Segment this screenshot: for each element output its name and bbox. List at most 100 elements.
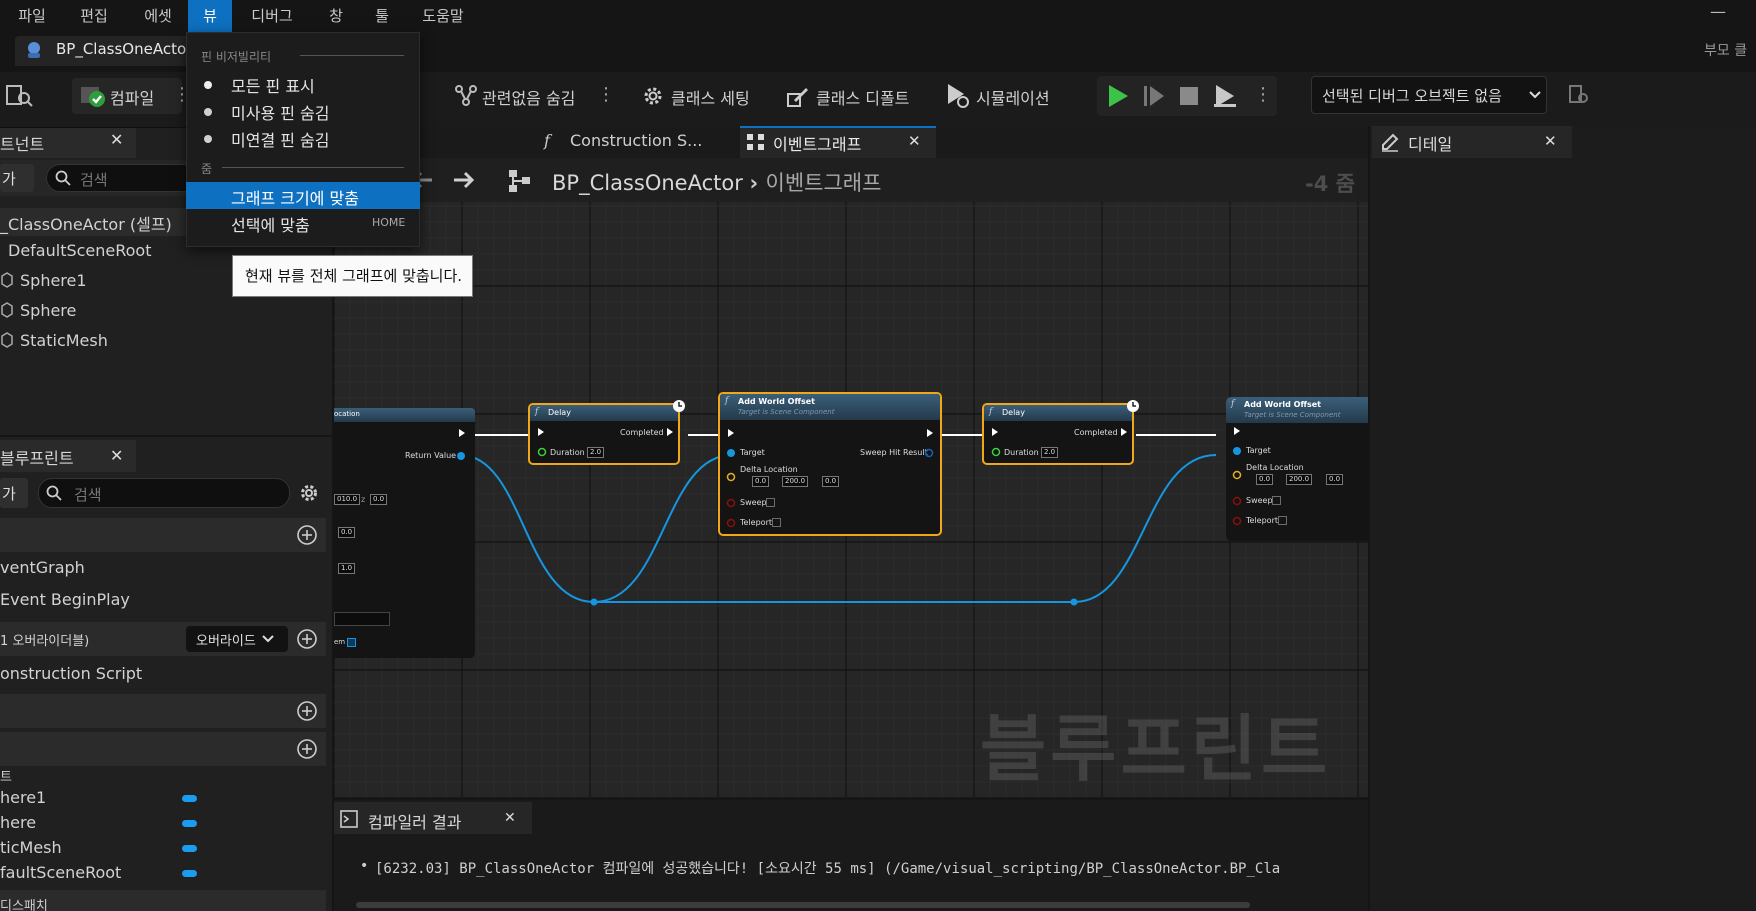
minimize-button[interactable]: — [1710,2,1726,21]
sweep-checkbox[interactable] [1272,496,1281,505]
asset-tab[interactable] [15,36,191,66]
vector-out-pin-icon[interactable] [456,451,466,461]
teleport-checkbox[interactable] [1278,516,1287,525]
struct-pin-icon[interactable] [924,448,934,458]
horizontal-scrollbar[interactable] [356,902,1250,908]
tab-details[interactable] [1372,126,1572,158]
variable-staticmesh[interactable]: ticMesh [0,838,62,857]
variable-defaultsceneroot[interactable]: faultSceneRoot [0,863,122,882]
delta-z-field[interactable]: 0.0 [822,476,840,487]
menu-help[interactable]: 도움말 [422,7,464,25]
step-icon[interactable] [1143,84,1165,108]
delta-y-field[interactable]: 200.0 [782,476,809,487]
exec-out-pin-icon[interactable] [666,427,674,437]
exec-out-pin-icon[interactable] [1120,427,1128,437]
node-delay-1[interactable]: Delay f Completed Duration 2.0 [528,400,685,465]
macros-section-header[interactable] [0,694,326,728]
wire-reroute-knot[interactable] [1070,598,1078,606]
menu-view[interactable]: 뷰 [188,0,232,32]
menu-window[interactable]: 창 [329,7,343,25]
function-construction-script[interactable]: onstruction Script [0,664,143,683]
forward-arrow-icon[interactable] [452,170,476,190]
exec-in-pin-icon[interactable] [537,427,545,437]
simulation-button[interactable]: 시뮬레이션 [976,89,1050,108]
node-delay-2[interactable]: f Delay Completed Duration 2.0 [982,400,1139,465]
menu-tools[interactable]: 툴 [375,7,389,25]
play-options-icon[interactable]: ⋮ [1254,84,1272,105]
add-graph-icon[interactable] [296,524,318,546]
exec-in-pin-icon[interactable] [727,428,735,438]
scale-value-field[interactable]: 1.0 [338,563,356,574]
add-variable-icon[interactable] [296,738,318,760]
gear-icon[interactable] [298,482,320,504]
node-add-world-offset-2[interactable]: f Add World Offset Target is Scene Compo… [1226,397,1368,541]
add-function-icon[interactable] [296,628,318,650]
graph-eventgraph[interactable]: ventGraph [0,558,85,577]
tab-compiler-results[interactable] [334,802,532,834]
add-component-button[interactable] [0,164,34,192]
component-defaultsceneroot[interactable]: DefaultSceneRoot [8,241,152,260]
exec-in-pin-icon[interactable] [991,427,999,437]
duration-field[interactable]: 2.0 [587,447,605,458]
sweep-checkbox[interactable] [766,498,775,507]
bool-pin-icon[interactable] [726,518,736,528]
variable-sphere1[interactable]: here1 [0,788,47,807]
blueprint-search-input[interactable] [38,478,290,508]
location-z-field[interactable]: 0.0 [370,494,388,505]
vector-pin-icon[interactable] [726,472,736,482]
debug-object-select[interactable] [1311,76,1547,114]
sweep-checkbox[interactable] [347,638,356,647]
graph-event-beginplay[interactable]: Event BeginPlay [0,590,130,609]
browse-icon[interactable] [6,84,34,108]
close-icon[interactable]: ✕ [504,810,516,826]
close-icon[interactable]: ✕ [1544,132,1557,150]
components-search-input[interactable] [46,164,196,192]
tab-eventgraph[interactable] [740,126,936,158]
graphs-section-header[interactable] [0,518,326,552]
menu-file[interactable]: 파일 [18,7,46,25]
float-pin-icon[interactable] [537,447,547,457]
menu-edit[interactable]: 편집 [80,7,108,25]
hide-unrelated-options-icon[interactable]: ⋮ [597,84,615,105]
component-sphere[interactable]: Sphere [20,301,77,320]
add-macro-icon[interactable] [296,700,318,722]
menu-asset[interactable]: 에셋 [144,7,172,25]
teleport-checkbox[interactable] [772,518,781,527]
add-blueprint-item-button[interactable] [0,478,28,508]
close-icon[interactable]: ✕ [110,130,124,149]
play-icon[interactable] [1107,84,1129,108]
hide-unrelated-button[interactable]: 관련없음 숨김 [482,89,576,108]
debug-filter-icon[interactable] [1568,84,1590,106]
float-pin-icon[interactable] [991,447,1001,457]
variables-section-header[interactable] [0,732,326,766]
component-sphere1[interactable]: Sphere1 [20,271,87,290]
class-defaults-button[interactable]: 클래스 디폴트 [816,89,910,108]
stop-icon[interactable] [1179,86,1199,106]
variable-sphere[interactable]: here [0,813,37,832]
delta-y-field[interactable]: 200.0 [1286,474,1313,485]
duration-field[interactable]: 2.0 [1041,447,1059,458]
vector-pin-icon[interactable] [1232,470,1242,480]
bool-pin-icon[interactable] [1232,496,1242,506]
my-blueprint-tab[interactable] [0,440,136,472]
delta-z-field[interactable]: 0.0 [1326,474,1344,485]
dispatchers-section-header[interactable] [0,890,326,911]
eject-icon[interactable] [1213,84,1237,108]
object-pin-icon[interactable] [726,448,736,458]
bool-pin-icon[interactable] [726,498,736,508]
exec-in-pin-icon[interactable] [1233,426,1241,436]
object-pin-icon[interactable] [1232,446,1242,456]
rotation-value-field[interactable]: 0.0 [338,527,356,538]
exec-out-pin-icon[interactable] [458,428,466,438]
node-dropdown[interactable] [334,612,390,626]
node-get-location[interactable]: ocation Return Value 010.0 z 0.0 0.0 1.0… [334,408,475,658]
bool-pin-icon[interactable] [1232,516,1242,526]
close-icon[interactable]: ✕ [908,132,921,150]
exec-out-pin-icon[interactable] [926,428,934,438]
delta-x-field[interactable]: 0.0 [752,476,770,487]
menu-debug[interactable]: 디버그 [251,7,293,25]
breadcrumb-root[interactable]: BP_ClassOneActor [552,171,743,195]
menu-item-zoom-to-graph-extents[interactable] [186,182,420,209]
component-staticmesh[interactable]: StaticMesh [20,331,108,350]
node-add-world-offset-1[interactable]: f Add World Offset Target is Scene Compo… [718,392,942,536]
